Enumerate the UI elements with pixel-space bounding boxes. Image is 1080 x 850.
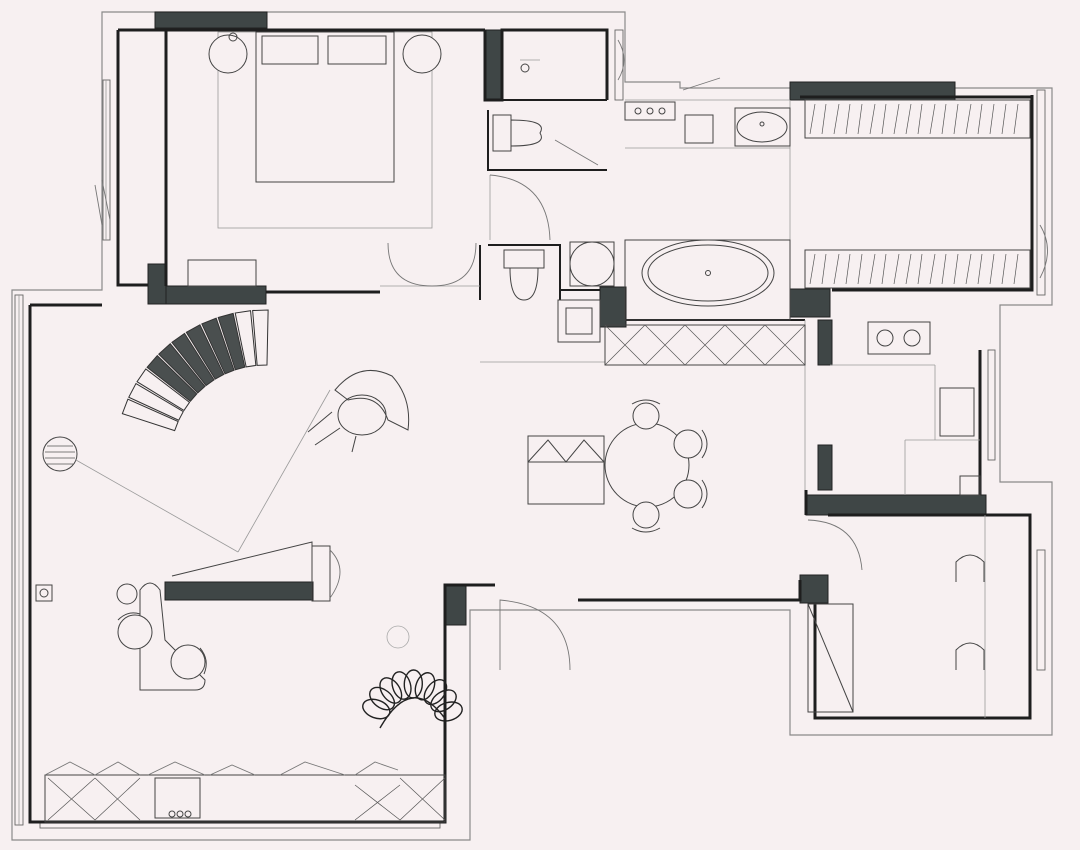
sofa-segment [217,312,246,371]
sink-icon [624,101,791,147]
tv-unit [171,541,341,602]
wardrobe-icon [807,554,985,713]
curved-sofa-icon [121,309,269,432]
sofa-segment [201,317,235,375]
sofa-segment [158,342,206,394]
sofa-segment [128,382,184,421]
stove-icon [867,321,981,496]
interior-walls [28,28,1034,824]
desk-icon [35,582,207,691]
rattan-loop [430,689,457,713]
rattan-chair-icon [362,625,463,729]
sofa-segment [185,324,225,380]
sofa-segment [171,332,215,387]
rattan-loop [434,701,463,722]
partitions [380,99,986,718]
cabinetry [44,761,446,823]
toilet-icon [503,241,805,343]
sofa-segment [252,309,269,366]
rattan-seat [379,697,447,729]
dining-table-icon [604,399,708,533]
sofa-icon [527,435,605,505]
wardrobe-icon [804,99,1031,289]
side-table [386,625,410,649]
armchair-icon [307,369,410,453]
sofa-segment [121,398,179,432]
rattan-loop [379,677,403,704]
rattan-loop [391,671,412,700]
bathtub-icon [624,239,791,321]
rattan-loop [403,669,424,699]
sofa-segment [234,310,257,368]
sofa-segment [136,368,191,412]
outer-shell [11,11,1053,841]
sofa-segment [146,354,198,402]
door-swings [94,39,1048,671]
rattan-loop [414,672,436,701]
bed-icon [187,31,442,287]
rattan-loop [423,679,448,706]
vanity-cabinet [604,324,806,366]
toilet-icon [492,59,599,166]
floor-lamp-icon [42,389,331,553]
rattan-loop [369,686,396,711]
